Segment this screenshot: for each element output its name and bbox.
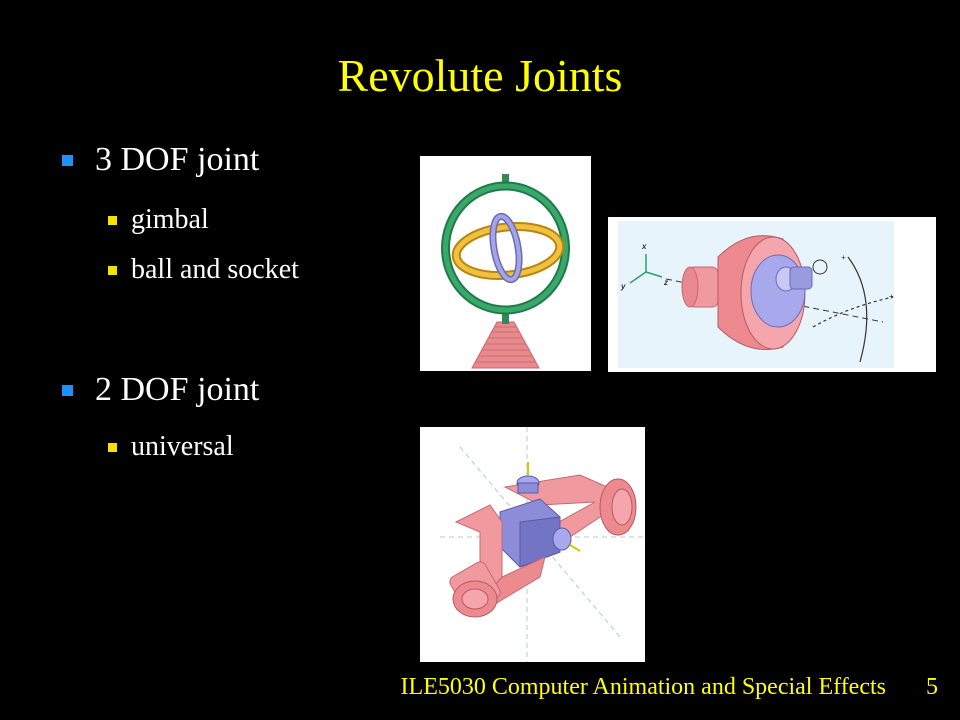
bullet-2dof: 2 DOF joint — [62, 370, 259, 410]
gimbal-icon — [441, 174, 570, 369]
sub-bullet-square-icon — [108, 442, 117, 452]
sub-bullet-gimbal: gimbal — [108, 203, 209, 237]
sub-bullet-square-icon — [108, 215, 117, 225]
sub-bullet-square-icon — [108, 265, 117, 275]
bullet-3dof: 3 DOF joint — [62, 140, 259, 180]
page-number: 5 — [926, 674, 938, 700]
bullet-square-icon — [62, 154, 73, 166]
bullet-square-icon — [62, 384, 73, 396]
sub-bullet-label: gimbal — [131, 204, 209, 235]
sub-bullet-label: universal — [131, 431, 234, 462]
slide-title: Revolute Joints — [337, 50, 623, 101]
bullet-label: 3 DOF joint — [95, 141, 260, 178]
ball-socket-figure: x y z + + — [608, 217, 936, 372]
ball-socket-icon: x y z + + — [618, 221, 894, 368]
sub-bullet-label: ball and socket — [131, 254, 299, 285]
universal-joint-icon — [440, 427, 645, 662]
universal-joint-figure — [420, 427, 645, 662]
gimbal-figure — [420, 156, 591, 371]
svg-text:+: + — [841, 253, 846, 262]
footer-course-title: ILE5030 Computer Animation and Special E… — [400, 674, 886, 700]
axis-label-x: x — [641, 242, 647, 251]
axis-label-z: z — [663, 278, 668, 287]
sub-bullet-ball-socket: ball and socket — [108, 253, 299, 287]
sub-bullet-universal: universal — [108, 430, 234, 464]
bullet-label: 2 DOF joint — [95, 371, 260, 408]
axis-label-y: y — [620, 282, 626, 291]
svg-text:+: + — [889, 292, 894, 301]
